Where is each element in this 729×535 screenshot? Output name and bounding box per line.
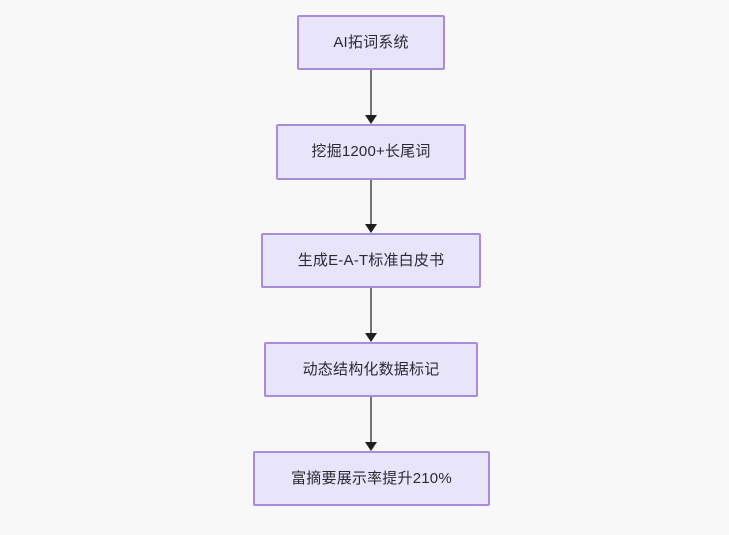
edge-n3-n4 bbox=[360, 288, 382, 342]
flowchart-node-label: 挖掘1200+长尾词 bbox=[311, 143, 431, 160]
flowchart-node-rich-snippet-impression-lift[interactable]: 富摘要展示率提升210% bbox=[253, 451, 490, 506]
flowchart-node-label: 动态结构化数据标记 bbox=[302, 360, 440, 378]
flowchart-node-label: 生成E-A-T标准白皮书 bbox=[297, 251, 445, 269]
edge-arrowhead-icon bbox=[365, 442, 377, 451]
flowchart-node-label: 富摘要展示率提升210% bbox=[291, 469, 452, 487]
edge-arrowhead-icon bbox=[365, 333, 377, 342]
flowchart-node-generate-eat-whitepaper[interactable]: 生成E-A-T标准白皮书 bbox=[261, 233, 481, 288]
edge-arrowhead-icon bbox=[365, 224, 377, 233]
edge-n4-n5 bbox=[360, 397, 382, 451]
flowchart-node-mine-longtail-keywords[interactable]: 挖掘1200+长尾词 bbox=[276, 124, 466, 180]
flowchart-node-ai-keyword-system[interactable]: AI拓词系统 bbox=[297, 15, 445, 70]
flowchart-node-label: AI拓词系统 bbox=[333, 33, 409, 51]
edge-n2-n3 bbox=[360, 180, 382, 233]
flowchart-node-dynamic-structured-data-markup[interactable]: 动态结构化数据标记 bbox=[264, 342, 478, 397]
edge-n1-n2 bbox=[360, 70, 382, 124]
edge-arrowhead-icon bbox=[365, 115, 377, 124]
